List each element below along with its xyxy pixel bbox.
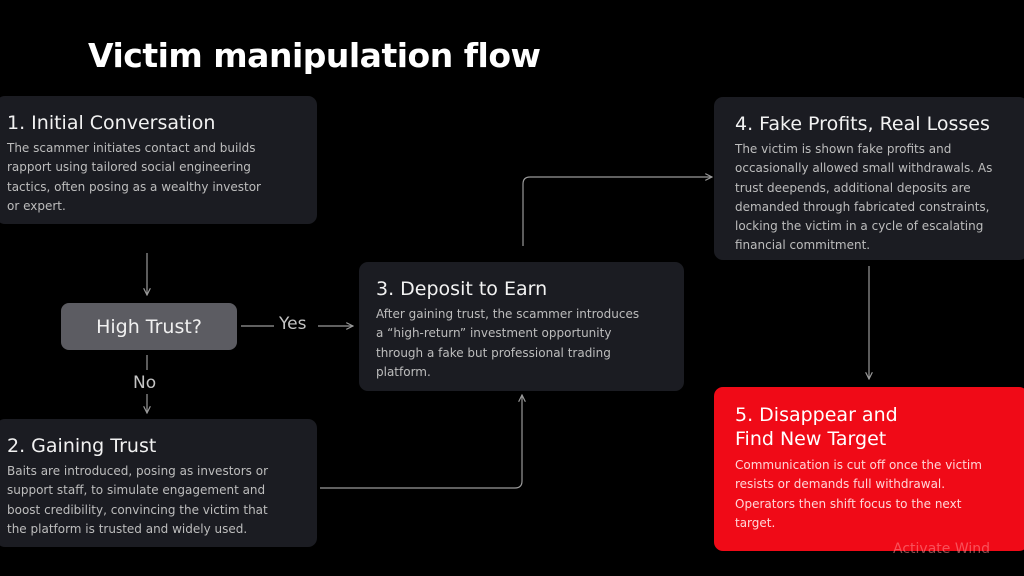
step-description: Communication is cut off once the victim…: [735, 458, 982, 530]
step-title: 5. Disappear and Find New Target: [735, 404, 898, 450]
step-title: 2. Gaining Trust: [7, 435, 157, 457]
arrow-step3-to-step4: [522, 177, 712, 246]
decision-high-trust: High Trust?: [61, 303, 237, 350]
step-title: 3. Deposit to Earn: [376, 278, 548, 300]
step-card-fake-profits: 4. Fake Profits, Real Losses The victim …: [714, 97, 1024, 260]
step-card-deposit-to-earn: 3. Deposit to Earn After gaining trust, …: [359, 262, 684, 391]
step-card-initial-conversation: 1. Initial Conversation The scammer init…: [0, 96, 317, 224]
step-title: 4. Fake Profits, Real Losses: [735, 113, 990, 135]
page-title: Victim manipulation flow: [88, 36, 541, 75]
step-description: The victim is shown fake profits and occ…: [735, 142, 993, 253]
edge-label-no: No: [133, 373, 157, 393]
arrow-step2-to-step3: [320, 395, 522, 489]
step-description: Baits are introduced, posing as investor…: [7, 464, 269, 536]
step-card-disappear: 5. Disappear and Find New Target Communi…: [714, 387, 1024, 551]
step-description: The scammer initiates contact and builds…: [7, 141, 261, 213]
step-card-gaining-trust: 2. Gaining Trust Baits are introduced, p…: [0, 419, 317, 547]
step-description: After gaining trust, the scammer introdu…: [376, 307, 640, 379]
edge-label-yes: Yes: [279, 314, 307, 334]
activation-watermark: Activate Wind: [893, 541, 991, 557]
step-title: 1. Initial Conversation: [7, 112, 216, 134]
